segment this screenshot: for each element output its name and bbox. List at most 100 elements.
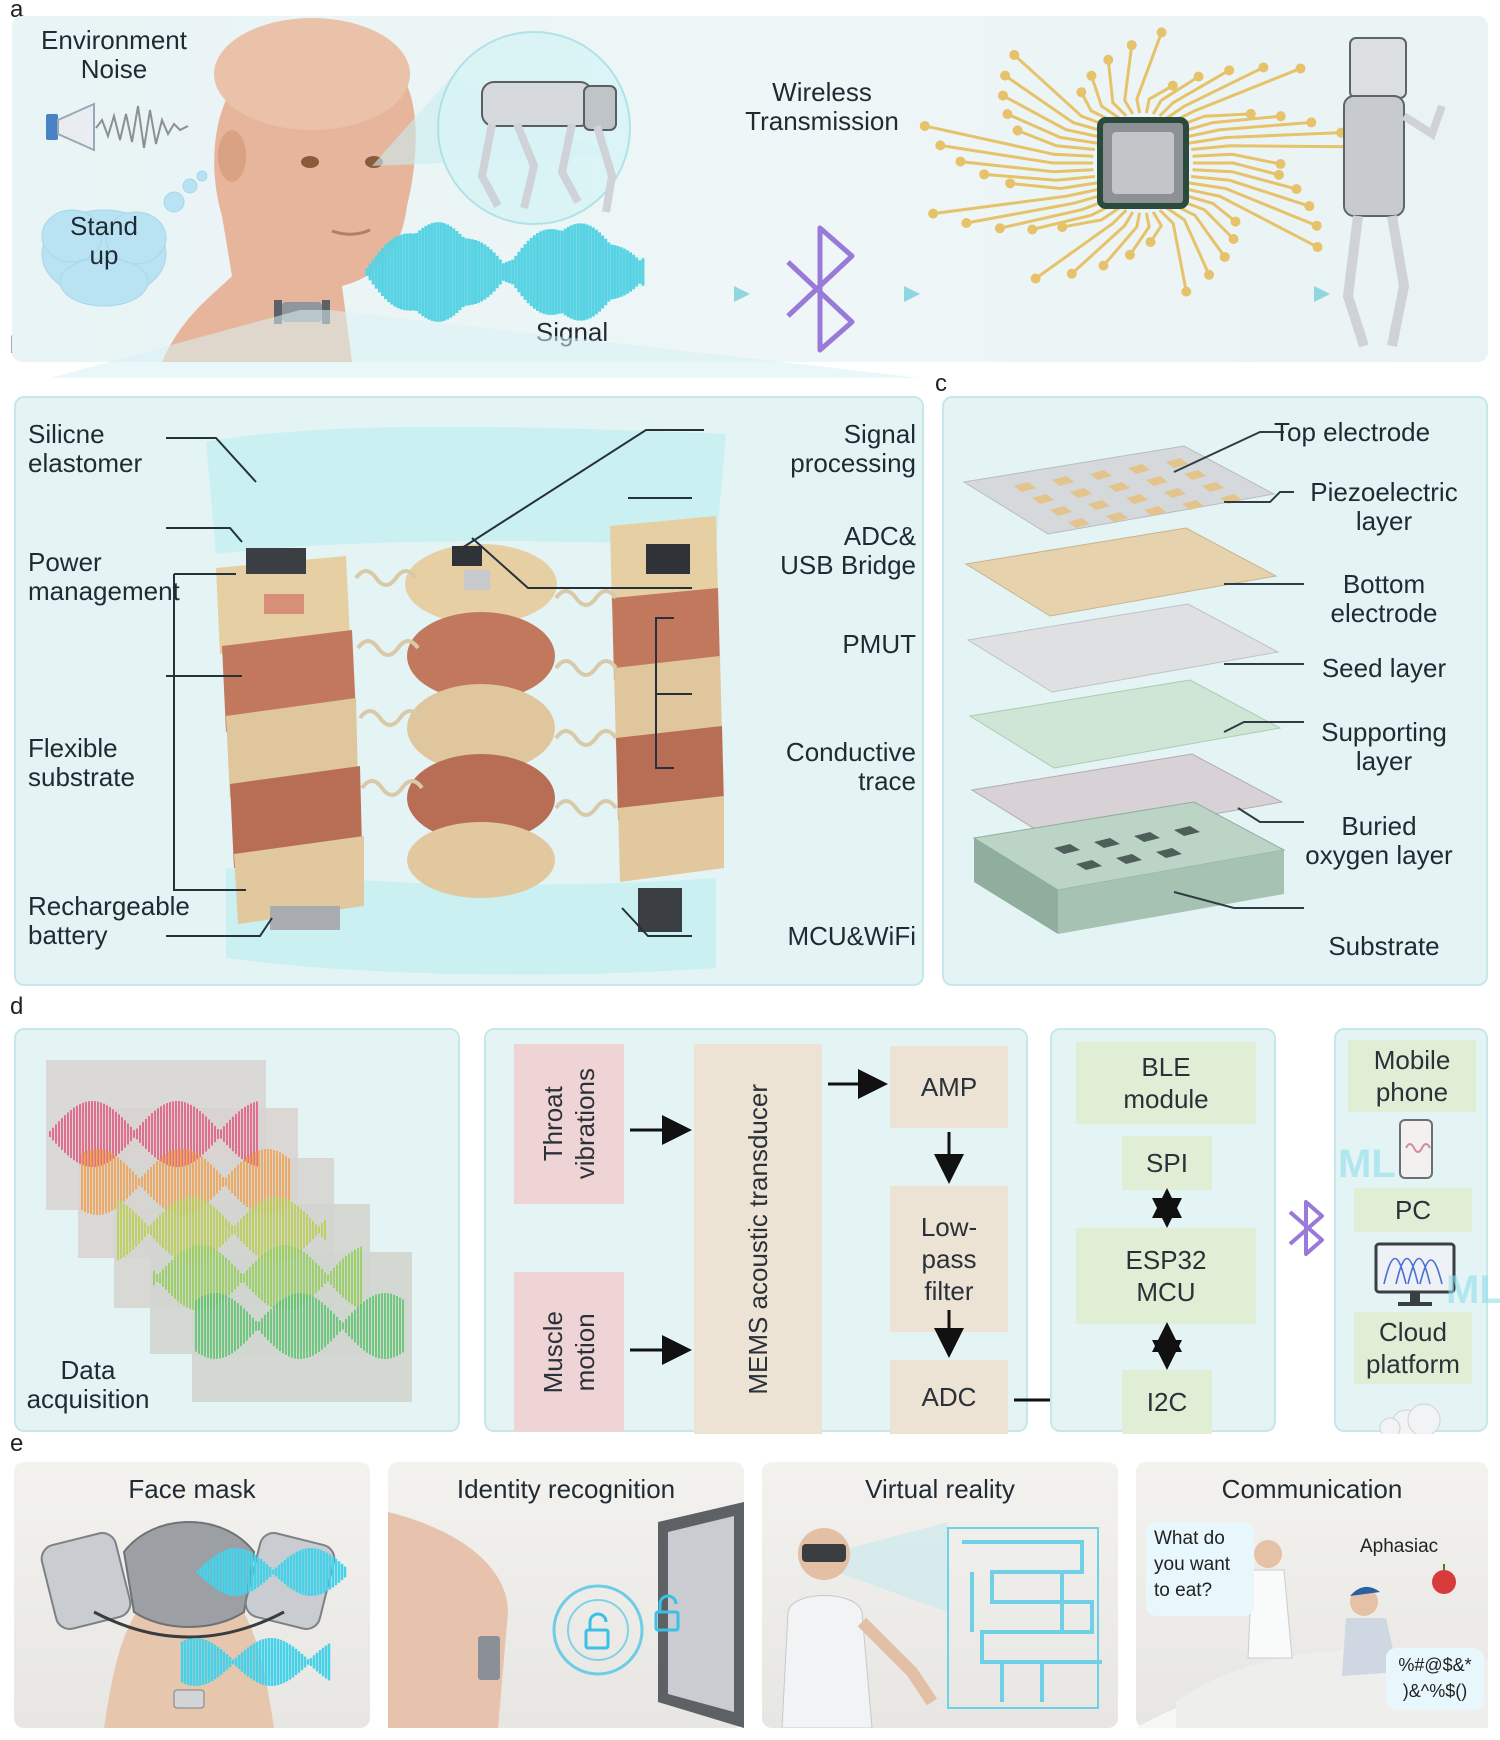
panel-letter-c: c bbox=[935, 370, 947, 397]
panel-letter-d: d bbox=[10, 993, 24, 1020]
low-pass-filter-label: Low- pass filter bbox=[920, 1212, 978, 1306]
cloud-platform-label: Cloud platform bbox=[1366, 1317, 1460, 1379]
acquisition-waves bbox=[49, 1101, 404, 1359]
seed-layer-label: Seed layer bbox=[1321, 653, 1447, 683]
serpentine-interconnects bbox=[354, 569, 618, 817]
wireless-transmission-label: Wireless Transmission bbox=[745, 77, 899, 136]
unlock-icon bbox=[584, 1594, 680, 1650]
adc-label: ADC bbox=[921, 1382, 977, 1412]
silicone-elastomer-label: Silicne elastomer bbox=[28, 419, 143, 478]
cloud-platform-box: Cloud platform bbox=[1354, 1312, 1472, 1384]
supporting-layer-label: Supporting layer bbox=[1321, 717, 1447, 776]
adc-box: ADC bbox=[890, 1360, 1008, 1434]
panel-e-identity: Identity recognition bbox=[388, 1462, 744, 1728]
arrow-right-icon bbox=[734, 286, 750, 302]
panel-b: Silicne elastomer Power management Flexi… bbox=[14, 396, 924, 986]
ble-module-label: BLE module bbox=[1123, 1052, 1209, 1114]
arrow-right-icon bbox=[1314, 286, 1330, 302]
flexible-substrate-label: Flexible substrate bbox=[28, 733, 135, 792]
environment-noise-label: Environment Noise bbox=[41, 25, 187, 84]
middle-pcb-stack bbox=[405, 544, 557, 898]
pmut-layer-stack bbox=[962, 431, 1304, 934]
robot-dog-icon bbox=[477, 81, 617, 213]
stacked-waveforms bbox=[46, 1060, 412, 1402]
bottom-electrode-label: Bottom electrode bbox=[1330, 569, 1438, 628]
face-mask-illustration bbox=[40, 1521, 347, 1728]
communication-title: Communication bbox=[1221, 1474, 1403, 1504]
ble-module-box: BLE module bbox=[1076, 1042, 1256, 1124]
stand-up-label: Stand up bbox=[70, 211, 138, 270]
right-pcb-stack bbox=[610, 516, 724, 932]
adc-usb-bridge-label: ADC& USB Bridge bbox=[780, 521, 916, 580]
panel-letter-e: e bbox=[10, 1430, 24, 1457]
megaphone-icon bbox=[46, 102, 95, 152]
data-acquisition-label: Data acquisition bbox=[26, 1355, 150, 1414]
doctor-figure bbox=[1247, 1540, 1293, 1659]
panel-e-communication: Communication What do you want to eat? A… bbox=[1136, 1462, 1488, 1728]
patient-figure bbox=[1342, 1586, 1398, 1676]
substrate-cavities bbox=[1054, 826, 1200, 870]
ml-mark: ML bbox=[1446, 1268, 1500, 1312]
apple-icon bbox=[1432, 1570, 1456, 1594]
conductive-trace-label: Conductive trace bbox=[785, 737, 916, 796]
identity-illustration bbox=[388, 1502, 744, 1728]
panel-d-mcu: BLE module SPI ESP32 MCU I2C bbox=[1050, 1028, 1276, 1434]
mems-transducer-box: MEMS acoustic transducer bbox=[694, 1044, 822, 1434]
human-head bbox=[162, 18, 416, 362]
noise-wave bbox=[95, 105, 189, 149]
smartphone-icon bbox=[1399, 1119, 1433, 1179]
devices-illustrations bbox=[1374, 1119, 1456, 1434]
doctor-speech-bubble: What do you want to eat? bbox=[1146, 1522, 1254, 1616]
esp32-mcu-box: ESP32 MCU bbox=[1076, 1228, 1256, 1324]
pc-box: PC bbox=[1354, 1188, 1472, 1232]
pc-label: PC bbox=[1394, 1195, 1432, 1225]
spi-label: SPI bbox=[1146, 1148, 1188, 1178]
signal-processing-label: Signal processing bbox=[790, 419, 916, 478]
top-electrode-pads bbox=[1014, 458, 1242, 528]
ml-mark: ML bbox=[1338, 1142, 1396, 1186]
muscle-motion-box: Muscle motion bbox=[514, 1272, 624, 1432]
mcu-wifi-label: MCU&WiFi bbox=[787, 921, 916, 951]
mcu-arrows bbox=[1152, 1188, 1182, 1370]
patient-speech-bubble: %#@$&* )&^%$() bbox=[1386, 1648, 1484, 1710]
panel-a: Environment Noise Stand up Wireless Tran… bbox=[12, 16, 1488, 362]
thought-cloud bbox=[41, 170, 208, 307]
vr-illustration bbox=[781, 1522, 1102, 1728]
panel-c: Top electrode Piezoelectric layer Bottom… bbox=[942, 396, 1488, 986]
identity-recognition-title: Identity recognition bbox=[456, 1474, 676, 1504]
mobile-phone-label: Mobile phone bbox=[1373, 1045, 1451, 1107]
arrow-right-icon bbox=[904, 286, 920, 302]
device-exploded-view bbox=[166, 426, 726, 975]
throat-vibrations-box: Throat vibrations bbox=[514, 1044, 624, 1204]
power-management-label: Power management bbox=[28, 547, 180, 606]
low-pass-filter-box: Low- pass filter bbox=[890, 1186, 1008, 1332]
bluetooth-icon bbox=[786, 225, 855, 353]
top-electrode-label: Top electrode bbox=[1274, 417, 1431, 447]
i2c-box: I2C bbox=[1122, 1370, 1212, 1434]
pmut-label: PMUT bbox=[842, 629, 916, 659]
amp-box: AMP bbox=[890, 1046, 1008, 1128]
panel-d-signal-chain: Throat vibrations Muscle motion MEMS aco… bbox=[484, 1028, 1118, 1434]
i2c-label: I2C bbox=[1146, 1387, 1188, 1417]
virtual-reality-title: Virtual reality bbox=[865, 1474, 1015, 1504]
panel-d-data-acquisition: Data acquisition bbox=[14, 1028, 460, 1432]
leader-lines bbox=[166, 429, 704, 937]
signal-chain-arrows bbox=[630, 1069, 1118, 1415]
rechargeable-battery-label: Rechargeable battery bbox=[28, 891, 190, 950]
left-pcb-stack bbox=[216, 548, 364, 930]
bluetooth-icon bbox=[1288, 1200, 1324, 1256]
amp-label: AMP bbox=[920, 1072, 978, 1102]
esp32-mcu-label: ESP32 MCU bbox=[1125, 1245, 1207, 1307]
layer-leader-lines bbox=[1173, 431, 1304, 909]
face-mask-title: Face mask bbox=[128, 1474, 256, 1504]
piezoelectric-layer-label: Piezoelectric layer bbox=[1310, 477, 1458, 536]
buried-oxygen-layer-label: Buried oxygen layer bbox=[1305, 811, 1453, 870]
zoom-connector bbox=[50, 310, 920, 378]
panel-a-illustration bbox=[41, 18, 1446, 362]
panel-e-vr: Virtual reality bbox=[762, 1462, 1118, 1728]
monitor-icon bbox=[1374, 1242, 1456, 1306]
standing-robot-icon bbox=[1342, 37, 1446, 348]
panel-d-devices: Mobile phone PC Cloud platform ML ML bbox=[1334, 1028, 1500, 1434]
cloud-icon bbox=[1379, 1403, 1441, 1434]
spi-box: SPI bbox=[1122, 1136, 1212, 1190]
